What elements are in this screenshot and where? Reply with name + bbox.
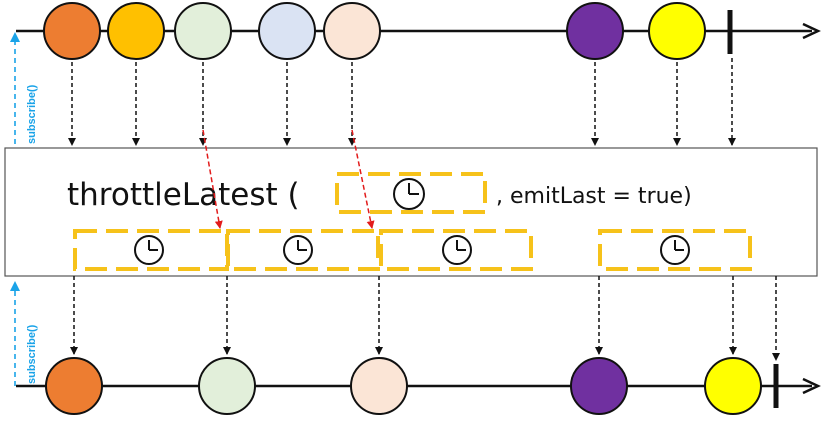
upstream-marble-light-blue (258, 2, 316, 60)
upstream-marble-orange (43, 2, 101, 60)
time-window-3 (379, 229, 533, 271)
downstream-marble-purple (570, 357, 628, 415)
downstream-marbles (45, 357, 762, 415)
subscribe-top: subscribe() (10, 32, 38, 144)
subscribe-top-label: subscribe() (26, 84, 38, 144)
upstream-marbles (43, 2, 706, 60)
upstream-marble-light-green (174, 2, 232, 60)
downstream-arrows (70, 276, 780, 361)
upstream-marble-purple (566, 2, 624, 60)
param-clock-icon (393, 178, 425, 210)
subscribe-bottom: subscribe() (10, 281, 38, 386)
upstream-marble-yellow (648, 2, 706, 60)
subscribe-bottom-label: subscribe() (26, 324, 38, 384)
window-1-clock-icon (134, 235, 164, 265)
operator-box: throttleLatest ( , emitLast = true) (4, 147, 818, 277)
downstream-marble-orange (45, 357, 103, 415)
latest-value-arrows (202, 129, 375, 229)
operator-param-suffix: , emitLast = true) (496, 184, 692, 209)
subscribe-top-arrow-head-icon (10, 32, 20, 42)
window-3-clock-icon (442, 235, 472, 265)
time-window-2 (226, 229, 380, 271)
subscribe-bottom-arrow-head-icon (10, 281, 20, 291)
upstream-marble-peach (323, 2, 381, 60)
upstream-arrow-head-icon (802, 22, 821, 40)
downstream-marble-peach (350, 357, 408, 415)
red-arrow (351, 129, 375, 229)
window-4-clock-icon (660, 235, 690, 265)
downstream-marble-yellow (704, 357, 762, 415)
downstream-timeline (16, 364, 821, 408)
downstream-marble-light-green (198, 357, 256, 415)
time-window-4 (598, 229, 752, 271)
upstream-marble-gold (107, 2, 165, 60)
window-2-clock-icon (283, 235, 313, 265)
operator-name: throttleLatest ( (67, 177, 300, 213)
upstream-arrows (68, 58, 736, 146)
downstream-arrow-head-icon (802, 377, 821, 395)
red-arrow (202, 129, 223, 229)
operator-param-window (335, 172, 487, 214)
